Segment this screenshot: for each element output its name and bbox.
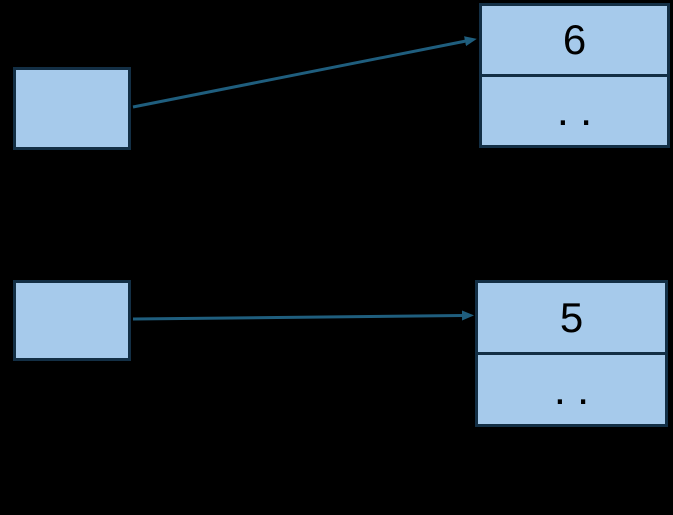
node-1-next-field: .. [482, 74, 667, 145]
arrow-pointer2-to-node2 [132, 310, 474, 321]
arrow-pointer1-to-node1 [132, 36, 477, 109]
node-2-value: 5 [559, 293, 584, 341]
node-2-next-field: .. [478, 352, 665, 424]
node-1-value: 6 [562, 16, 587, 63]
node-2: 5 .. [475, 280, 668, 427]
pointer-box-1 [13, 67, 131, 150]
pointer-box-2 [13, 280, 131, 361]
node-1: 6 .. [479, 3, 670, 148]
